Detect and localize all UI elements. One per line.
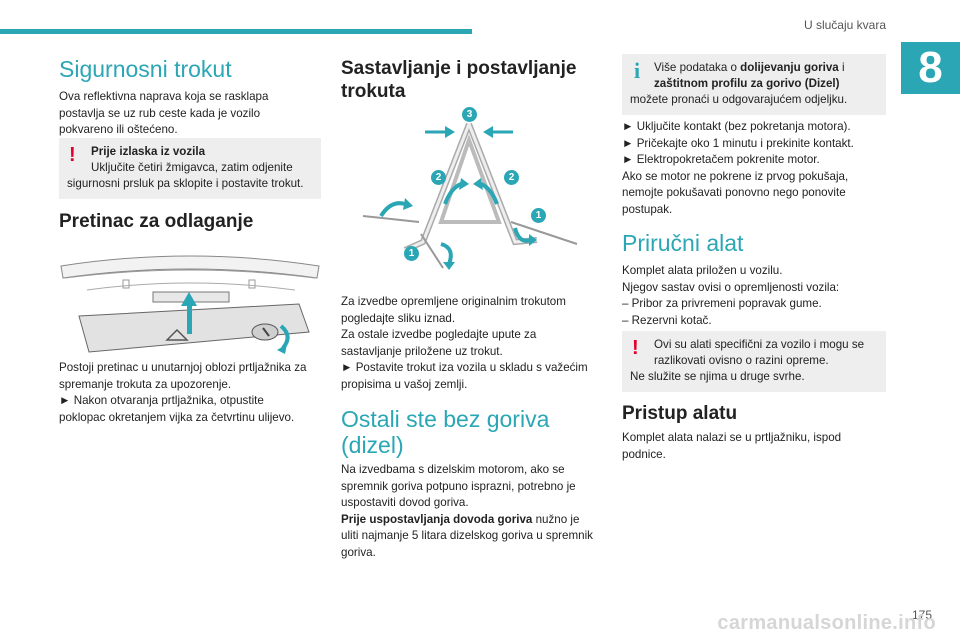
trunk-compartment-illustration [59,248,321,356]
step-badge-2-right: 2 [504,170,519,185]
access-paragraph: Komplet alata nalazi se u prtljažniku, i… [622,431,842,461]
compartment-paragraph: Postoji pretinac u unutarnjoj oblozi prt… [59,361,307,424]
heading-prirucni-alat: Priručni alat [622,230,744,256]
heading-pristup-alatu: Pristup alatu [622,403,738,424]
info-box: i Više podataka o dolijevanju goriva i z… [622,54,886,115]
step-badge-3: 3 [462,107,477,122]
warning-icon: ! [69,144,76,166]
step-badge-1-right: 1 [531,208,546,223]
step-badge-2-left: 2 [431,170,446,185]
tools-paragraph: Komplet alata priložen u vozilu. Njegov … [622,264,840,327]
restart-steps: ► Uključite kontakt (bez pokretanja moto… [622,120,854,216]
warning-title: Prije izlaska iz vozila [91,145,206,158]
bold-lead: Prije uspostavljanja dovoda goriva [341,512,533,526]
assembly-paragraph: Za izvedbe opremljene originalnim trokut… [341,295,588,391]
heading-pretinac: Pretinac za odlaganje [59,211,254,232]
fuel-paragraph: Na izvedbama s dizelskim motorom, ako se… [341,463,593,559]
triangle-assembly-diagram: 3 2 2 1 1 [361,104,586,276]
heading-ostali-ste-bez-goriva: Ostali ste bez goriva (dizel) [341,406,550,459]
warning-icon: ! [632,337,639,359]
heading-sastavljanje: Sastavljanje i postavljanje trokuta [341,58,577,102]
step-badge-1-left: 1 [404,246,419,261]
header-accent-bar [0,29,472,34]
intro-paragraph: Ova reflektivna naprava koja se rasklapa… [59,90,269,137]
tools-warning-box: ! Ovi su alati specifični za vozilo i mo… [622,331,886,392]
heading-sigurnosni-trokut: Sigurnosni trokut [59,56,232,82]
section-title: U slučaju kvara [803,18,886,32]
watermark: carmanualsonline.info [717,612,936,634]
info-icon: i [633,58,641,83]
warning-box: ! Prije izlaska iz vozila Uključite četi… [59,138,321,199]
chapter-number-badge: 8 [901,42,960,94]
page-number: 175 [911,608,932,622]
